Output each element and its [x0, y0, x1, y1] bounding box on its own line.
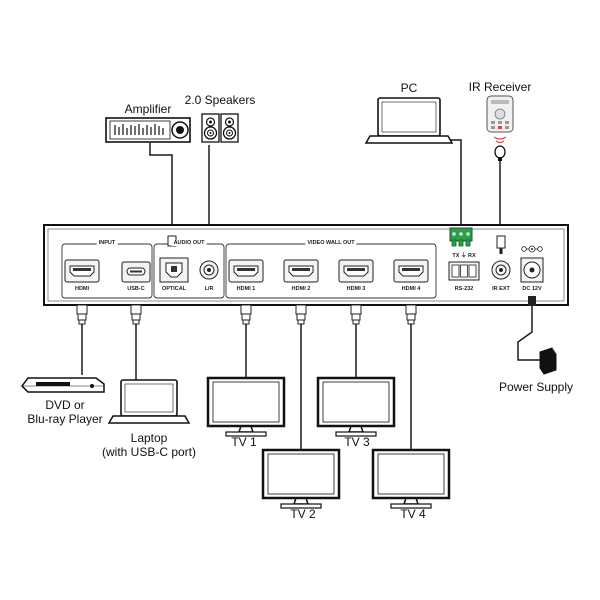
power-supply-label: Power Supply [498, 380, 574, 394]
pc-laptop-icon [364, 97, 454, 144]
irext-port-label: IR EXT [492, 286, 510, 292]
ir-plug [496, 235, 506, 254]
matrix-switcher-panel [43, 224, 569, 306]
tv4-hdmi-plug [405, 304, 417, 325]
dc-power-port [520, 245, 544, 283]
lr-audio-port [199, 260, 219, 280]
rs232-port [448, 261, 480, 281]
rs232-pins-label: TX ⏚ RX [452, 253, 476, 259]
ir-receiver-label: IR Receiver [468, 80, 532, 94]
power-supply-icon [539, 347, 557, 375]
amplifier-cable [149, 143, 173, 238]
tv1-label: TV 1 [231, 435, 257, 449]
pc-cable [410, 139, 462, 232]
laptop-usbc-plug [130, 304, 142, 325]
laptop-icon [107, 379, 191, 424]
power-cable [517, 305, 542, 361]
dvd-label-line1: DVD or [45, 398, 85, 412]
hdmi4-port-label: HDMI 4 [401, 286, 421, 292]
rs232-terminal-block [449, 227, 473, 247]
hdmi1-port-label: HDMI 1 [236, 286, 256, 292]
laptop-label-line2: (with USB-C port) [101, 445, 197, 459]
dc-port-label: DC 12V [522, 286, 542, 292]
tv1-hdmi-plug [240, 304, 252, 325]
dc-plug [528, 296, 536, 306]
hdmi-input-port [64, 259, 100, 283]
hdmi1-port [228, 259, 264, 283]
tv4-icon [371, 448, 451, 510]
dvd-label-line2: Blu-ray Player [27, 412, 103, 426]
tv2-hdmi-plug [295, 304, 307, 325]
optical-port [159, 257, 189, 283]
tv1-icon [206, 376, 286, 438]
usbc-port [121, 261, 151, 283]
hdmi4-port [393, 259, 429, 283]
hdmi2-port [283, 259, 319, 283]
laptop-label: Laptop (with USB-C port) [102, 431, 196, 459]
amplifier-icon [105, 117, 191, 143]
amplifier-label: Amplifier [124, 102, 172, 116]
tv2-icon [261, 448, 341, 510]
hdmi2-port-label: HDMI 2 [291, 286, 311, 292]
dvd-hdmi-plug [76, 304, 88, 325]
dvd-player-icon [21, 377, 105, 393]
tv3-label: TV 3 [344, 435, 370, 449]
rs232-port-label: RS-232 [454, 286, 474, 292]
tv4-label: TV 4 [400, 507, 426, 521]
speakers-icon [201, 113, 239, 143]
ir-ext-port [491, 260, 511, 280]
laptop-label-line1: Laptop [130, 431, 168, 445]
speakers-label: 2.0 Speakers [184, 93, 256, 107]
tv2-label: TV 2 [290, 507, 316, 521]
pc-label: PC [400, 81, 418, 95]
video-section-label: VIDEO WALL OUT [305, 240, 357, 246]
ir-remote-icon [486, 95, 514, 161]
tv3-hdmi-plug [350, 304, 362, 325]
hdmi-port-label: HDMI [74, 286, 90, 292]
input-section-label: INPUT [96, 240, 118, 246]
hdmi3-port-label: HDMI 3 [346, 286, 366, 292]
audio-section-label: AUDIO OUT [171, 240, 207, 246]
tv3-icon [316, 376, 396, 438]
usbc-port-label: USB-C [127, 286, 145, 292]
optical-port-label: OPTICAL [161, 286, 187, 292]
hdmi3-port [338, 259, 374, 283]
dvd-label: DVD or Blu-ray Player [27, 398, 102, 426]
lr-port-label: L/R [204, 286, 214, 292]
